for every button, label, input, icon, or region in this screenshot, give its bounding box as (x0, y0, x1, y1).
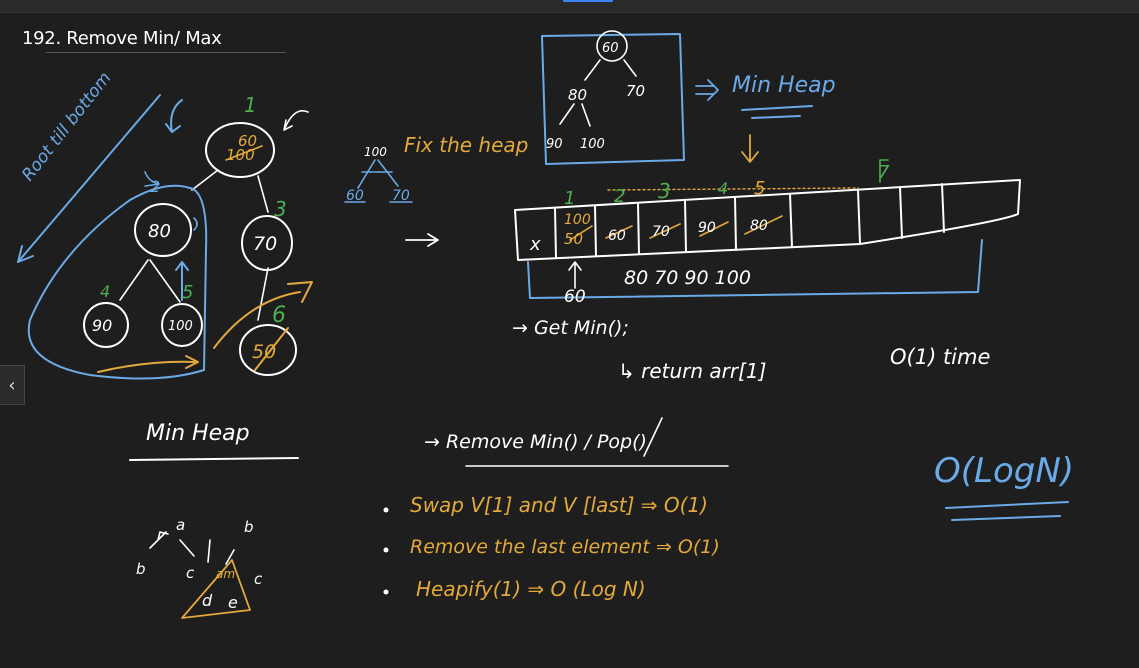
root-to-bottom-arrow (17, 94, 161, 263)
get-min-complexity: O(1) time (890, 345, 990, 369)
window-top-bar (0, 0, 1139, 13)
root-till-bottom-label: Root till bottom (18, 68, 115, 185)
node-50-value: 50 (252, 341, 276, 363)
remove-step-1: Swap V[1] and V [last] ⇒ O(1) (410, 493, 708, 517)
box-lr-value: 100 (580, 137, 605, 152)
node-80-value: 80 (148, 221, 171, 242)
array-cell-2: 60 (608, 228, 626, 244)
swap-arrow-right (213, 281, 313, 349)
root-old-value: 100 (226, 146, 255, 164)
left-subtree-outline (27, 184, 208, 380)
page-title: 192. Remove Min/ Max (22, 28, 222, 49)
remove-step-2: Remove the last element ⇒ O(1) (410, 536, 720, 558)
node-100-value: 100 (168, 319, 193, 334)
array-index-7: 7 (878, 162, 890, 183)
get-min-call: → Get Min(); (512, 317, 629, 339)
after-values-bracket (527, 239, 983, 299)
sketch-b-right: b (244, 518, 254, 536)
root-node (205, 122, 275, 178)
box-min-heap-label: Min Heap (732, 73, 836, 98)
node-50 (239, 324, 297, 376)
index-6: 6 (272, 303, 286, 328)
sketch-c-right: c (254, 570, 263, 588)
node-70-value: 70 (253, 233, 277, 255)
array-cell-3: 70 (652, 224, 670, 240)
node-100 (161, 303, 203, 347)
array-cell-5: 80 (750, 218, 768, 234)
node-80 (134, 203, 192, 257)
sketch-e: e (228, 593, 238, 612)
index-4: 4 (100, 282, 110, 301)
array-after-values: 80 70 90 100 (624, 267, 751, 289)
sketch-d: d (202, 591, 213, 610)
min-heap-caption: Min Heap (146, 421, 250, 446)
index-3: 3 (274, 197, 287, 221)
node-70 (241, 215, 293, 271)
array-index-3: 3 (658, 179, 671, 203)
fix-heap-label: Fix the heap (404, 133, 528, 157)
array-cell-1-top: 100 (564, 212, 591, 228)
node-90-value: 90 (92, 316, 112, 335)
sketch-a: a (176, 516, 185, 534)
overall-complexity: O(LogN) (934, 451, 1074, 491)
minheap-box (541, 33, 685, 165)
active-tab-indicator (563, 0, 613, 2)
array-cell-0: x (529, 234, 541, 255)
array-cell-4: 90 (698, 220, 716, 236)
sketch-b-left: b (136, 560, 146, 578)
sketch-am: am (216, 567, 235, 581)
array-index-5: 5 (754, 178, 765, 199)
array-index-4: 4 (718, 179, 728, 198)
array-pointer-value: 60 (564, 287, 586, 307)
box-right-value: 70 (626, 82, 645, 100)
node-90 (83, 302, 129, 348)
title-underline (46, 52, 286, 53)
previous-page-button[interactable]: ‹ (0, 365, 25, 405)
box-left-value: 80 (568, 86, 587, 104)
swap-arrow-bottom (97, 355, 199, 373)
get-min-return: ↳ return arr[1] (618, 359, 766, 383)
sketch-c-left: c (186, 564, 195, 582)
root-new-value: 60 (238, 132, 257, 150)
array-index-2: 2 (614, 186, 625, 207)
index-1: 1 (244, 93, 257, 117)
remove-step-3: Heapify(1) ⇒ O (Log N) (416, 577, 646, 601)
sketch-triangle (181, 559, 251, 619)
fix-right-value: 70 (392, 188, 410, 204)
array-outline (514, 179, 1021, 261)
index-2: 2 (150, 177, 160, 196)
box-root-value: 60 (602, 41, 619, 56)
index-5: 5 (182, 282, 193, 303)
array-cell-1: 50 (564, 230, 583, 248)
array-index-1: 1 (564, 188, 575, 209)
chevron-left-icon: ‹ (8, 374, 16, 396)
array-cell-dividers (554, 183, 945, 259)
fix-left-value: 60 (346, 188, 364, 204)
box-ll-value: 90 (546, 137, 563, 152)
fix-root-value: 100 (364, 145, 387, 159)
remove-min-heading: → Remove Min() / Pop() (424, 431, 647, 453)
